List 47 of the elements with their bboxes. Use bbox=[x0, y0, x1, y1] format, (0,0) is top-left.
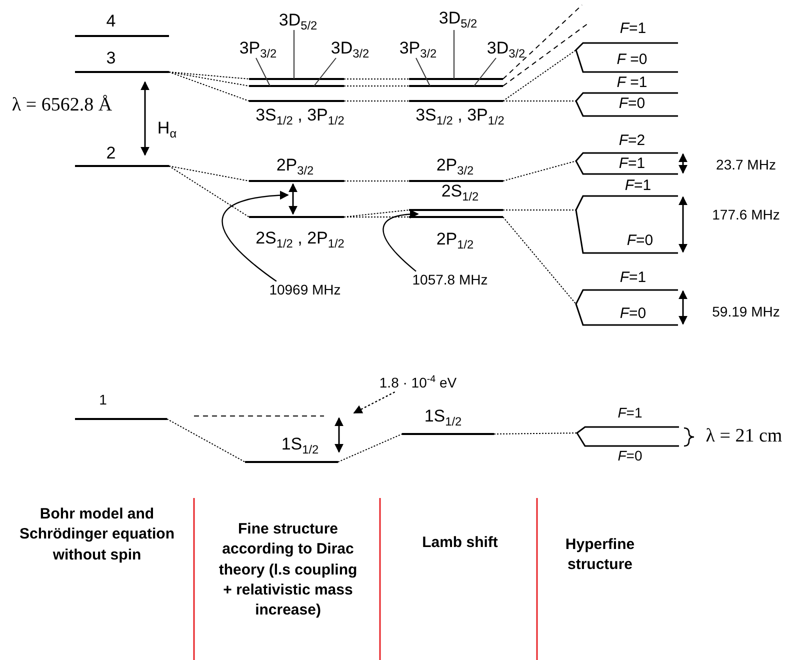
column-heading: Fine structure according to Dirac theory (l.s coupling + relativistic mass increase) bbox=[218, 519, 358, 620]
column-heading: Bohr model and Schrödinger equation without spin bbox=[18, 504, 176, 566]
hyperfine-label: F =0 bbox=[616, 52, 648, 68]
level-label: 4 bbox=[106, 12, 116, 32]
term-label: 3S$_{1/2}$ , 3P$_{1/2}$ bbox=[256, 106, 344, 128]
term-label: 3D$_{5/2}$ bbox=[278, 11, 318, 33]
hyperfine-label: F=0 bbox=[620, 306, 646, 322]
wavelength-label: λ = 6562.8 Å bbox=[12, 96, 112, 116]
term-label: 2S$_{1/2}$ bbox=[441, 182, 479, 204]
column-heading: Lamb shift bbox=[421, 532, 499, 553]
term-label: 3D$_{5/2}$ bbox=[438, 9, 478, 31]
hyperfine-label: F=2 bbox=[618, 132, 646, 150]
hyperfine-label: F=1 bbox=[620, 270, 646, 286]
level-label: 1 bbox=[99, 392, 107, 408]
term-label: 3P$_{3/2}$ bbox=[399, 39, 437, 61]
term-label: 2S$_{1/2}$ , 2P$_{1/2}$ bbox=[256, 229, 344, 251]
term-label: 2P$_{1/2}$ bbox=[436, 230, 474, 252]
frequency-label: 1.8 · 10$^{-4}$ eV bbox=[379, 374, 457, 392]
term-label: 3P$_{3/2}$ bbox=[239, 39, 277, 61]
term-label: 2P$_{3/2}$ bbox=[436, 156, 474, 178]
level-label: 2 bbox=[106, 144, 116, 164]
level-label: 3 bbox=[106, 50, 116, 68]
hyperfine-label: F=1 bbox=[618, 156, 646, 172]
hyperfine-label: F=0 bbox=[618, 96, 646, 112]
frequency-label: 59.19 MHz bbox=[712, 304, 780, 320]
term-label: 3D$_{3/2}$ bbox=[486, 39, 526, 61]
hyperfine-label: F=0 bbox=[626, 232, 654, 250]
frequency-label: 23.7 MHz bbox=[716, 157, 776, 173]
frequency-label: 177.6 MHz bbox=[712, 207, 780, 223]
term-label: 1S$_{1/2}$ bbox=[281, 435, 319, 457]
frequency-label: 1057.8 MHz bbox=[412, 272, 488, 288]
hyperfine-label: F =1 bbox=[616, 74, 648, 92]
term-label: 3D$_{3/2}$ bbox=[330, 39, 370, 61]
term-label: 3S$_{1/2}$ , 3P$_{1/2}$ bbox=[416, 106, 504, 128]
hyperfine-label: F=1 bbox=[620, 20, 646, 38]
line-label: H$_{α}$ bbox=[157, 119, 177, 141]
term-label: 1S$_{1/2}$ bbox=[424, 407, 462, 429]
frequency-label: 10969 MHz bbox=[269, 282, 341, 298]
column-heading: Hyperfine structure bbox=[564, 534, 636, 575]
wavelength-label: λ = 21 cm bbox=[706, 426, 782, 448]
hyperfine-label: F=1 bbox=[624, 178, 652, 194]
leader-line bbox=[382, 210, 419, 272]
leader-line bbox=[353, 391, 396, 414]
hyperfine-label: F=1 bbox=[618, 405, 642, 421]
term-label: 2P$_{3/2}$ bbox=[276, 156, 314, 178]
hyperfine-label: F=0 bbox=[618, 448, 642, 464]
leader-line bbox=[222, 190, 289, 282]
